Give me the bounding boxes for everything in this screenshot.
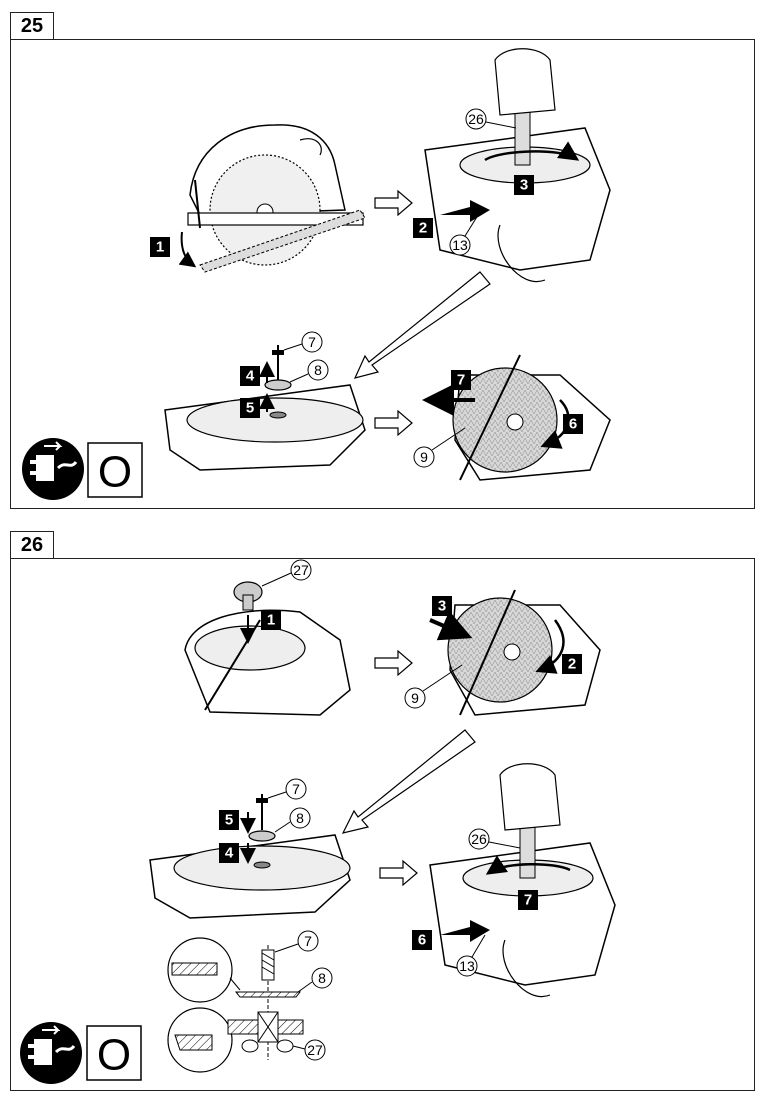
svg-text:4: 4 [246, 368, 255, 385]
figure-25-panel [10, 39, 755, 509]
part-callout: 26 [468, 828, 521, 850]
part-callout: 8 [274, 807, 311, 833]
step-box: 6 [563, 414, 583, 434]
part-callout: 9 [404, 664, 463, 709]
svg-text:13: 13 [452, 237, 468, 253]
svg-text:7: 7 [292, 781, 300, 797]
part-callout: 7 [267, 778, 307, 800]
step-box: 4 [219, 843, 239, 863]
svg-text:9: 9 [411, 690, 419, 706]
svg-text:8: 8 [314, 362, 322, 378]
svg-text:6: 6 [418, 932, 426, 949]
svg-text:26: 26 [471, 831, 487, 847]
step-box: 1 [150, 237, 170, 257]
saw-blade-mount [429, 589, 601, 716]
svg-text:4: 4 [225, 845, 234, 862]
svg-text:3: 3 [520, 177, 528, 194]
svg-text:5: 5 [225, 812, 233, 829]
step-box: 7 [451, 370, 471, 390]
svg-text:7: 7 [524, 892, 532, 909]
svg-text:26: 26 [468, 111, 484, 127]
svg-text:8: 8 [296, 810, 304, 826]
step-box: 1 [261, 610, 281, 630]
svg-text:3: 3 [438, 598, 446, 615]
step-box: 6 [412, 930, 432, 950]
step-box: 2 [413, 218, 433, 238]
part-callout: 26 [465, 108, 517, 130]
svg-text:6: 6 [569, 416, 577, 433]
flow-arrow [374, 189, 413, 217]
mode-off-icon: O [86, 1025, 142, 1081]
saw-flange-insert [184, 581, 351, 716]
svg-text:7: 7 [308, 334, 316, 350]
svg-text:2: 2 [568, 656, 576, 673]
part-callout: 13 [449, 211, 481, 256]
svg-text:O: O [97, 1031, 131, 1080]
svg-text:9: 9 [420, 449, 428, 465]
part-callout: 7 [274, 930, 319, 953]
part-callout: 8 [289, 359, 329, 383]
svg-text:8: 8 [318, 970, 326, 986]
part-callout: 27 [261, 559, 312, 587]
part-callout: 8 [297, 967, 333, 993]
saw-top-view-wrench [424, 48, 611, 283]
figure-26-panel [10, 558, 755, 1091]
flow-arrow [374, 649, 413, 677]
svg-text:1: 1 [156, 239, 164, 256]
part-callout: 9 [413, 427, 466, 468]
unplug-power-icon [20, 1022, 82, 1084]
svg-text:13: 13 [459, 958, 475, 974]
step-box: 4 [240, 366, 260, 386]
flange-detail-section [167, 937, 304, 1073]
flow-arrow [379, 859, 418, 887]
part-callout: 7 [283, 331, 323, 353]
svg-text:5: 5 [246, 400, 254, 417]
mode-off-icon: O [87, 442, 143, 498]
step-box: 3 [514, 175, 534, 195]
step-box: 3 [432, 596, 452, 616]
svg-text:7: 7 [304, 933, 312, 949]
step-box: 7 [518, 890, 538, 910]
step-box: 5 [219, 810, 239, 830]
saw-blade-removal [422, 354, 611, 481]
svg-text:O: O [98, 448, 132, 497]
svg-text:2: 2 [419, 220, 427, 237]
figure-26-number: 26 [10, 531, 54, 559]
saw-flange-bolt [149, 794, 351, 919]
part-callout: 27 [292, 1039, 326, 1061]
step-box: 2 [562, 654, 582, 674]
svg-text:27: 27 [307, 1042, 323, 1058]
flow-arrow-diagonal [353, 271, 491, 379]
part-callout: 13 [456, 934, 486, 977]
unplug-power-icon [22, 438, 84, 500]
svg-text:27: 27 [293, 562, 309, 578]
saw-flange-removal [164, 345, 366, 471]
step-box: 5 [240, 398, 260, 418]
svg-text:7: 7 [457, 372, 465, 389]
flow-arrow [374, 409, 413, 437]
saw-top-view-tighten [429, 763, 616, 998]
saw-side-view [178, 124, 366, 273]
svg-text:1: 1 [267, 612, 275, 629]
figure-25-number: 25 [10, 12, 54, 40]
flow-arrow-diagonal [341, 729, 476, 834]
